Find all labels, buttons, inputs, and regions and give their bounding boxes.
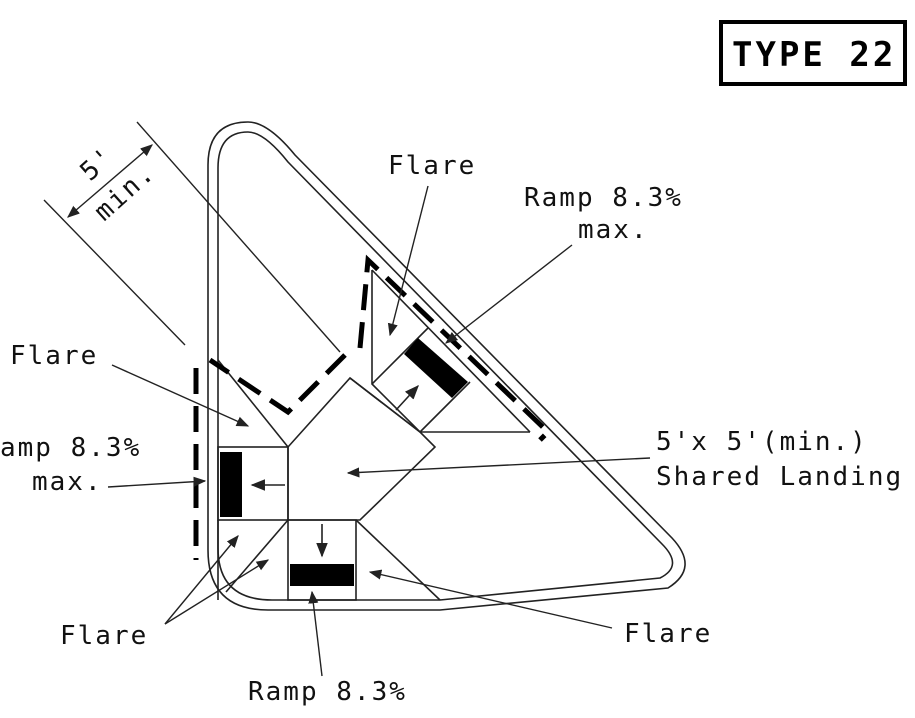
flare-bottom-left-label: Flare	[60, 621, 148, 651]
ramp-left-label-2: max.	[32, 467, 103, 497]
ramp-left	[217, 359, 289, 600]
landing-label-1: 5'x 5'(min.)	[656, 427, 868, 457]
dim-value-label: 5'	[75, 141, 121, 187]
title-text: TYPE 22	[732, 35, 896, 75]
ramp-upper-right	[371, 269, 531, 433]
leader-lines	[107, 185, 651, 677]
ramp-left-label-1: amp 8.3%	[0, 433, 141, 463]
title-box: TYPE 22	[719, 20, 907, 86]
ramp-right-label-1: Ramp 8.3%	[524, 183, 683, 213]
ramp-bottom	[225, 519, 441, 601]
flare-left-label: Flare	[10, 341, 98, 371]
dashed-limits	[193, 254, 552, 560]
callout-labels: Flare Ramp 8.3% max. Flare amp 8.3% max.…	[0, 151, 903, 707]
ramp-bottom-label: Ramp 8.3%	[248, 677, 407, 707]
shared-landing	[287, 376, 437, 521]
flare-top-label: Flare	[388, 151, 476, 181]
flare-bottom-right-label: Flare	[624, 619, 712, 649]
island-outline	[207, 121, 686, 611]
landing-label-2: Shared Landing	[656, 462, 903, 492]
ramp-right-label-2: max.	[578, 215, 649, 245]
